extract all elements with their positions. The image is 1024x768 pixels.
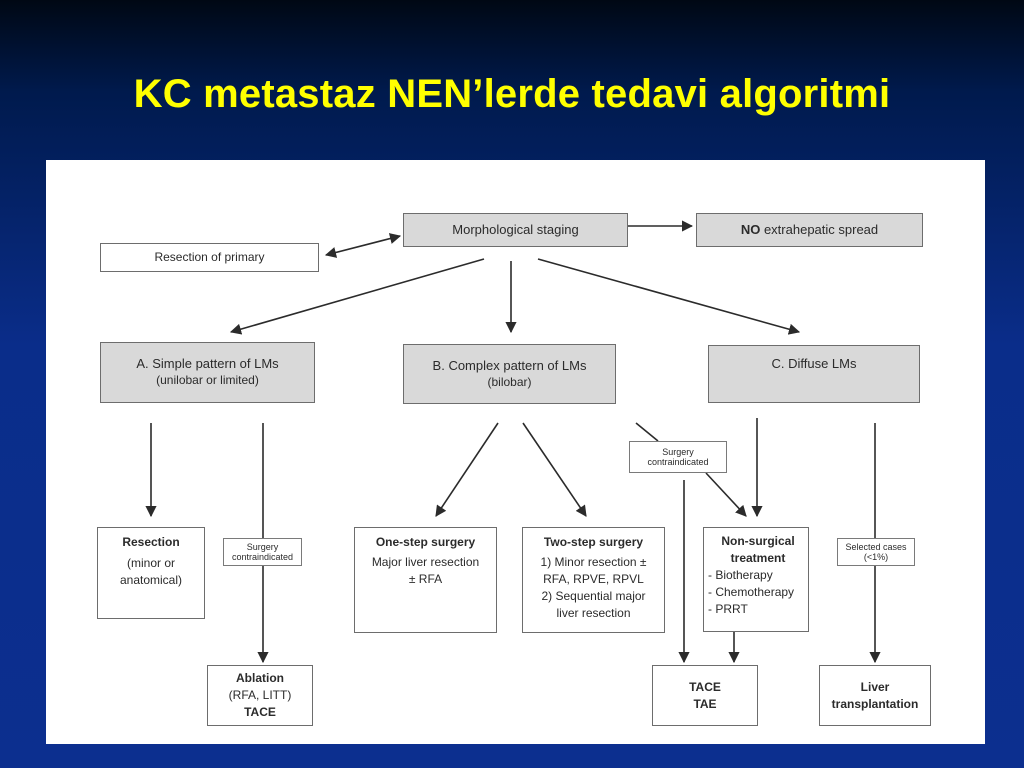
two-step-title: Two-step surgery	[543, 535, 644, 549]
arrow-complex-two-step	[522, 422, 587, 517]
ablation-line2: TACE	[244, 705, 276, 719]
complex-pattern-box: B. Complex pattern of LMs (bilobar)	[403, 344, 616, 404]
selected-cases-label: Selected cases (<1%)	[837, 538, 915, 566]
surgery-contraindicated-label-left: Surgery contraindicated	[223, 538, 302, 566]
flow-arrows	[145, 220, 881, 664]
two-step-line3: 2) Sequential major	[541, 589, 646, 603]
liver-transplantation-box: Liver transplantation	[819, 665, 931, 726]
non-surgical-item-biotherapy: - Biotherapy	[708, 568, 773, 582]
surgery-contraindicated-left-line2: contraindicated	[231, 552, 294, 562]
simple-pattern-box: A. Simple pattern of LMs (unilobar or li…	[100, 342, 315, 403]
surgery-contraindicated-left-line1: Surgery	[246, 542, 279, 552]
selected-cases-line1: Selected cases	[845, 542, 907, 552]
ablation-line1: (RFA, LITT)	[228, 688, 292, 702]
algorithm-figure: Morphological staging NO extrahepatic sp…	[46, 160, 985, 744]
one-step-surgery-box: One-step surgery Major liver resection ±…	[354, 527, 497, 633]
arrow-complex-one-step	[435, 422, 499, 517]
tace-line2: TAE	[693, 696, 717, 711]
surgery-contraindicated-mid-line1: Surgery	[662, 447, 694, 457]
slide-title: KC metastaz NEN’lerde tedavi algoritmi	[133, 72, 891, 116]
resection-line2: anatomical)	[119, 573, 183, 587]
non-surgical-title-line2: treatment	[730, 551, 786, 565]
two-step-line1: 1) Minor resection ±	[540, 555, 647, 569]
diffuse-lms-title: C. Diffuse LMs	[771, 356, 857, 371]
surgery-contraindicated-mid-line2: contraindicated	[647, 457, 709, 467]
resection-title: Resection	[122, 535, 180, 549]
no-extrahepatic-bold: NO	[740, 222, 761, 237]
arrow-staging-resection-primary	[324, 233, 402, 258]
non-surgical-treatment-box: Non-surgical treatment - Biotherapy - Ch…	[703, 527, 809, 632]
complex-pattern-title: B. Complex pattern of LMs	[432, 357, 587, 373]
resection-box: Resection (minor or anatomical)	[97, 527, 205, 619]
arrow-staging-simple	[229, 258, 485, 335]
liver-transplant-line1: Liver	[860, 679, 890, 694]
arrow-complex-non-surgical-a	[635, 422, 659, 442]
resection-of-primary-label: Resection of primary	[154, 250, 265, 264]
morphological-staging-box: Morphological staging	[403, 213, 628, 247]
ablation-box: Ablation (RFA, LITT) TACE	[207, 665, 313, 726]
arrow-staging-diffuse	[537, 258, 801, 335]
one-step-line2: ± RFA	[408, 572, 443, 586]
liver-transplant-line2: transplantation	[831, 696, 919, 711]
non-surgical-item-prrt: - PRRT	[708, 602, 748, 616]
diffuse-lms-box: C. Diffuse LMs	[708, 345, 920, 403]
tace-tae-box: TACE TAE	[652, 665, 758, 726]
simple-pattern-title: A. Simple pattern of LMs	[136, 356, 279, 371]
one-step-line1: Major liver resection	[371, 555, 480, 569]
two-step-line4: liver resection	[556, 606, 631, 620]
no-extrahepatic-rest: extrahepatic spread	[760, 222, 879, 237]
one-step-title: One-step surgery	[375, 535, 476, 549]
simple-pattern-subtitle: (unilobar or limited)	[156, 373, 259, 387]
tace-line1: TACE	[689, 679, 721, 694]
resection-of-primary-box: Resection of primary	[100, 243, 319, 272]
no-extrahepatic-box: NO extrahepatic spread	[696, 213, 923, 247]
surgery-contraindicated-label-mid: Surgery contraindicated	[629, 441, 727, 473]
non-surgical-title-line1: Non-surgical	[721, 534, 795, 548]
selected-cases-line2: (<1%)	[863, 552, 889, 562]
morphological-staging-label: Morphological staging	[452, 222, 579, 237]
two-step-line2: RFA, RPVE, RPVL	[543, 572, 644, 586]
two-step-surgery-box: Two-step surgery 1) Minor resection ± RF…	[522, 527, 665, 633]
arrow-complex-non-surgical-b	[705, 472, 747, 517]
resection-line1: (minor or	[126, 556, 175, 570]
complex-pattern-subtitle: (bilobar)	[487, 374, 532, 389]
non-surgical-item-chemotherapy: - Chemotherapy	[708, 585, 795, 599]
ablation-title: Ablation	[236, 671, 284, 685]
